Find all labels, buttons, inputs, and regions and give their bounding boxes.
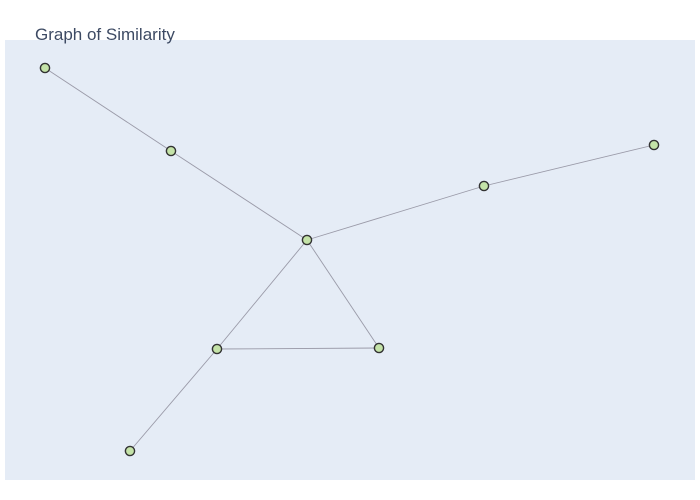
graph-edge-n3-n4 (306, 185, 485, 241)
plot-area (5, 40, 695, 480)
nodes-layer (39, 62, 660, 457)
graph-edge-n2-n3 (170, 150, 308, 241)
graph-edge-n6-n7 (216, 347, 380, 350)
graph-edge-n6-n8 (129, 348, 218, 452)
graph-node-n5[interactable] (648, 139, 660, 151)
plot-title: Graph of Similarity (35, 25, 175, 44)
graph-edge-n3-n7 (306, 239, 380, 349)
graph-edge-n1-n2 (44, 67, 172, 152)
graph-node-n1[interactable] (39, 62, 51, 74)
graph-node-n4[interactable] (478, 180, 490, 192)
graph-node-n7[interactable] (373, 342, 385, 354)
graph-node-n6[interactable] (211, 343, 223, 355)
graph-edge-n4-n5 (483, 144, 655, 187)
edges-layer (44, 67, 655, 452)
graph-node-n3[interactable] (301, 234, 313, 246)
graph-edge-n3-n6 (216, 239, 308, 350)
graph-node-n8[interactable] (124, 445, 136, 457)
graph-node-n2[interactable] (165, 145, 177, 157)
